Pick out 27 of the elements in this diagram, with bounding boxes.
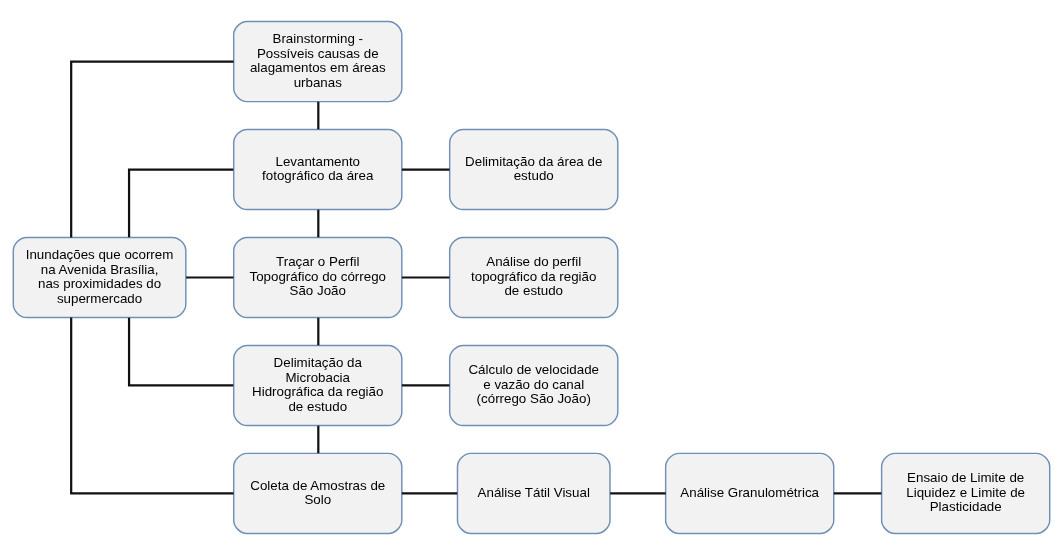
connector [401, 384, 450, 387]
connector [401, 168, 450, 171]
connector [317, 317, 320, 346]
connector [401, 276, 450, 279]
node-box: Inundações que ocorrem na Avenida Brasília, nas proximidades do supermercado [12, 236, 187, 319]
connector [833, 492, 882, 495]
node-box: Delimitação da área de estudo [448, 128, 619, 211]
node-box: Coleta de Amostras de Solo [233, 452, 403, 535]
connector [70, 60, 234, 238]
node-box: Análise do perfil topográfico da região de estudo [448, 236, 619, 319]
connector [610, 492, 666, 495]
connector [127, 168, 234, 238]
node-box: Análise Tátil Visual [456, 452, 611, 535]
connector [127, 317, 234, 387]
node-box: Cálculo de velocidade e vazão do canal (córrego São João) [448, 344, 619, 427]
node-box: Ensaio de Limite de Liquidez e Limite de Plasticidade [880, 452, 1051, 535]
connector [70, 317, 234, 495]
connector [401, 492, 458, 495]
node-box: Brainstorming - Possíveis causas de alagamentos em áreas urbanas [233, 20, 403, 103]
connector [317, 425, 320, 454]
node-box: Levantamento fotográfico da área [233, 128, 403, 211]
node-box: Delimitação da Microbacia Hidrográfica da região de estudo [233, 344, 403, 427]
node-box: Traçar o Perfil Topográfico do córrego São João [233, 236, 403, 319]
node-box: Análise Granulométrica [664, 452, 835, 535]
connector [317, 209, 320, 238]
connector [317, 101, 320, 130]
connector [186, 276, 234, 279]
